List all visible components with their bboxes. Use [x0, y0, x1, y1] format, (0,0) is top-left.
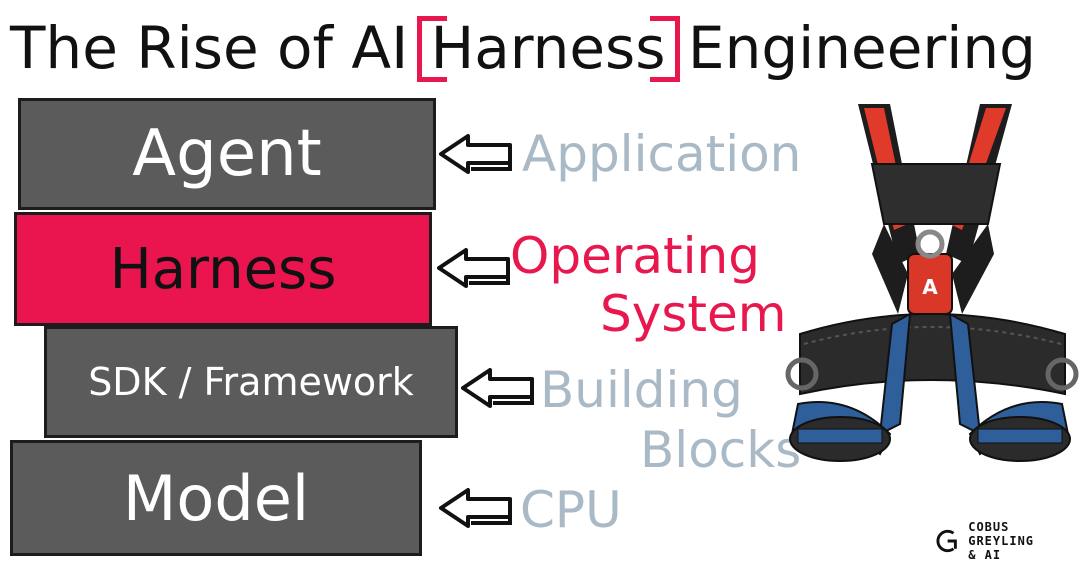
brand-line1: COBUS GREYLING [968, 520, 1035, 548]
layer-model: Model [10, 440, 422, 556]
arrow-left-icon [460, 366, 536, 410]
analogy-cpu: CPU [520, 482, 622, 538]
svg-text:A: A [922, 275, 938, 299]
arrow-left-icon [436, 246, 512, 290]
arrow-left-icon [438, 132, 514, 176]
brand-mark: COBUS GREYLING & AI [935, 520, 1080, 562]
analogy-application-text: Application [522, 125, 802, 183]
safety-harness-illustration: A [780, 104, 1080, 484]
analogy-system-text: System [600, 285, 787, 343]
title-highlight-text: Harness [430, 14, 666, 82]
title-prefix: The Rise of AI [10, 14, 427, 82]
title-suffix: Engineering [669, 14, 1036, 82]
cg-logo-icon [936, 529, 957, 553]
analogy-blocks-text: Blocks [640, 421, 802, 479]
layer-harness: Harness [14, 212, 432, 326]
analogy-building-text: Building [540, 361, 743, 419]
analogy-cpu-text: CPU [520, 481, 622, 539]
analogy-building-blocks-line1: Building [540, 362, 743, 418]
layer-model-label: Model [122, 461, 310, 535]
arrow-left-icon [438, 486, 514, 530]
layer-sdk-framework: SDK / Framework [44, 326, 458, 438]
analogy-operating-system-line1: Operating [510, 228, 760, 284]
diagram-title: The Rise of AI Harness Engineering [10, 8, 1072, 88]
layer-agent: Agent [18, 98, 436, 210]
analogy-operating-system-line2: System [600, 286, 786, 342]
brand-line2: & AI [968, 548, 1002, 562]
title-highlight: Harness [416, 8, 680, 88]
analogy-application: Application [522, 126, 801, 182]
layer-sdk-label: SDK / Framework [88, 360, 414, 404]
analogy-operating-text: Operating [510, 227, 760, 285]
analogy-building-blocks-line2: Blocks [640, 422, 801, 478]
layer-agent-label: Agent [132, 117, 322, 191]
brand-text: COBUS GREYLING & AI [968, 520, 1080, 562]
layer-harness-label: Harness [109, 236, 337, 302]
